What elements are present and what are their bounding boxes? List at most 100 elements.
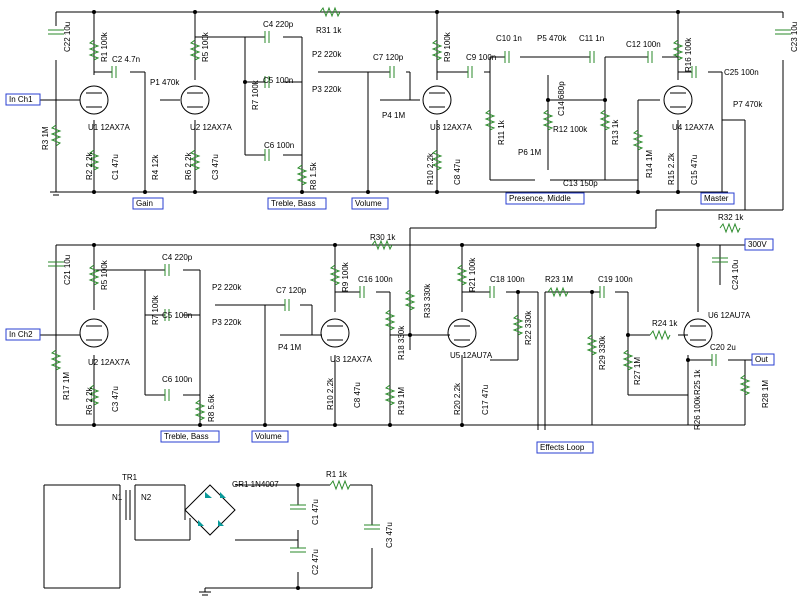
- tube-u3-ch2: [320, 318, 350, 348]
- label-p2: P2 220k: [312, 50, 342, 59]
- label-c16: C16 100n: [358, 275, 393, 284]
- tube-u2-ch1: [180, 85, 210, 115]
- section-effects-loop: Effects Loop: [540, 443, 585, 452]
- label-c5: C5 100n: [263, 76, 293, 85]
- label-u3-ch2: U3 12AX7A: [330, 355, 372, 364]
- label-c8-ch2: C8 47u: [353, 382, 362, 408]
- label-u2: U2 12AX7A: [190, 123, 232, 132]
- section-volume-2: Volume: [255, 432, 282, 441]
- label-r25: R25 1k: [693, 369, 702, 395]
- port-in-ch2: In Ch2: [9, 330, 33, 339]
- label-u3: U3 12AX7A: [430, 123, 472, 132]
- label-c24: C24 10u: [731, 260, 740, 290]
- label-c3-ch2: C3 47u: [111, 386, 120, 412]
- label-p1: P1 470k: [150, 78, 180, 87]
- ch1-labels: C22 10u R31 1k C23 10u R1 100k C2 4.7n P…: [41, 20, 799, 222]
- label-r31: R31 1k: [316, 26, 342, 35]
- label-r8-ch2: R8 5.6k: [207, 393, 216, 422]
- label-r9-ch2: R9 100k: [341, 261, 350, 292]
- tube-u4-ch1: [663, 85, 693, 115]
- tube-u5-ch2: [447, 318, 477, 348]
- label-r1-psu: R1 1k: [326, 470, 348, 479]
- label-p4: P4 1M: [382, 111, 405, 120]
- label-p6: P6 1M: [518, 148, 541, 157]
- label-c2: C2 4.7n: [112, 55, 140, 64]
- label-r19: R19 1M: [397, 387, 406, 415]
- section-gain: Gain: [136, 199, 153, 208]
- bridge-rectifier-gr1: [184, 484, 236, 536]
- label-c3-psu: C3 47u: [385, 522, 394, 548]
- section-treble-bass-2: Treble, Bass: [164, 432, 209, 441]
- section-treble-bass-1: Treble, Bass: [271, 199, 316, 208]
- junctions: [92, 10, 700, 590]
- label-c17: C17 47u: [481, 385, 490, 415]
- label-r30: R30 1k: [370, 233, 396, 242]
- label-c6: C6 100n: [264, 141, 294, 150]
- section-boxes: Gain Treble, Bass Volume Presence, Middl…: [132, 192, 735, 454]
- label-r20: R20 2.2k: [453, 382, 462, 415]
- label-p4-ch2: P4 1M: [278, 343, 301, 352]
- label-u6: U6 12AU7A: [708, 311, 751, 320]
- label-r6: R6 2.2k: [184, 151, 193, 180]
- label-r21: R21 100k: [468, 257, 477, 292]
- label-r24: R24 1k: [652, 319, 678, 328]
- label-c12: C12 100n: [626, 40, 661, 49]
- label-c1: C1 47u: [111, 154, 120, 180]
- label-c8: C8 47u: [453, 159, 462, 185]
- label-c9: C9 100n: [466, 53, 496, 62]
- label-r5: R5 100k: [201, 31, 210, 62]
- label-r33: R33 330k: [423, 283, 432, 318]
- transformer-tr1: [125, 490, 131, 520]
- label-u2-ch2: U2 12AX7A: [88, 358, 130, 367]
- label-r32: R32 1k: [718, 213, 744, 222]
- label-n1: N1: [112, 493, 123, 502]
- label-p2-ch2: P2 220k: [212, 283, 242, 292]
- label-c11: C11 1n: [579, 34, 604, 43]
- label-r26: R26 100k: [693, 395, 702, 430]
- label-c10: C10 1n: [496, 34, 522, 43]
- section-volume-1: Volume: [355, 199, 382, 208]
- label-u1: U1 12AX7A: [88, 123, 130, 132]
- label-c25: C25 100n: [724, 68, 759, 77]
- label-r10: R10 2.2k: [426, 152, 435, 185]
- tube-u2-ch2: [79, 318, 109, 348]
- label-n2: N2: [141, 493, 152, 502]
- label-c14: C14 680p: [557, 81, 566, 116]
- label-r16: R16 100k: [684, 37, 693, 72]
- section-master: Master: [704, 194, 729, 203]
- label-c7: C7 120p: [373, 53, 404, 62]
- label-r13: R13 1k: [611, 119, 620, 145]
- label-c4: C4 220p: [263, 20, 294, 29]
- label-c5-ch2: C5 100n: [162, 311, 192, 320]
- label-p3-ch2: P3 220k: [212, 318, 242, 327]
- label-r3: R3 1M: [41, 126, 50, 150]
- label-c4-ch2: C4 220p: [162, 253, 193, 262]
- passives: [50, 6, 751, 491]
- label-c23: C23 10u: [790, 22, 799, 52]
- label-c3: C3 47u: [211, 154, 220, 180]
- tube-u3-ch1: [422, 85, 452, 115]
- psu-wiring: [43, 484, 373, 589]
- label-r7: R7 100k: [251, 79, 260, 110]
- label-p7: P7 470k: [733, 100, 763, 109]
- ground-symbols: [50, 191, 211, 596]
- label-c22: C22 10u: [63, 22, 72, 52]
- label-r12: R12 100k: [553, 125, 588, 134]
- label-r22: R22 330k: [524, 310, 533, 345]
- label-p5: P5 470k: [537, 34, 567, 43]
- ch1-wiring: [36, 11, 784, 350]
- label-p3: P3 220k: [312, 85, 342, 94]
- label-r14: R14 1M: [645, 150, 654, 178]
- tube-u1-ch1: [79, 85, 109, 115]
- label-r10-ch2: R10 2.2k: [326, 377, 335, 410]
- label-r2: R2 2.2k: [85, 151, 94, 180]
- label-r18: R18 330k: [397, 325, 406, 360]
- label-r23: R23 1M: [545, 275, 573, 284]
- label-c15: C15 47u: [690, 155, 699, 185]
- label-c13: C13 150p: [563, 179, 598, 188]
- label-r17: R17 1M: [62, 372, 71, 400]
- label-r5-ch2: R5 100k: [100, 259, 109, 290]
- section-presence-middle: Presence, Middle: [509, 194, 571, 203]
- label-c18: C18 100n: [490, 275, 525, 284]
- port-in-ch1: In Ch1: [9, 95, 33, 104]
